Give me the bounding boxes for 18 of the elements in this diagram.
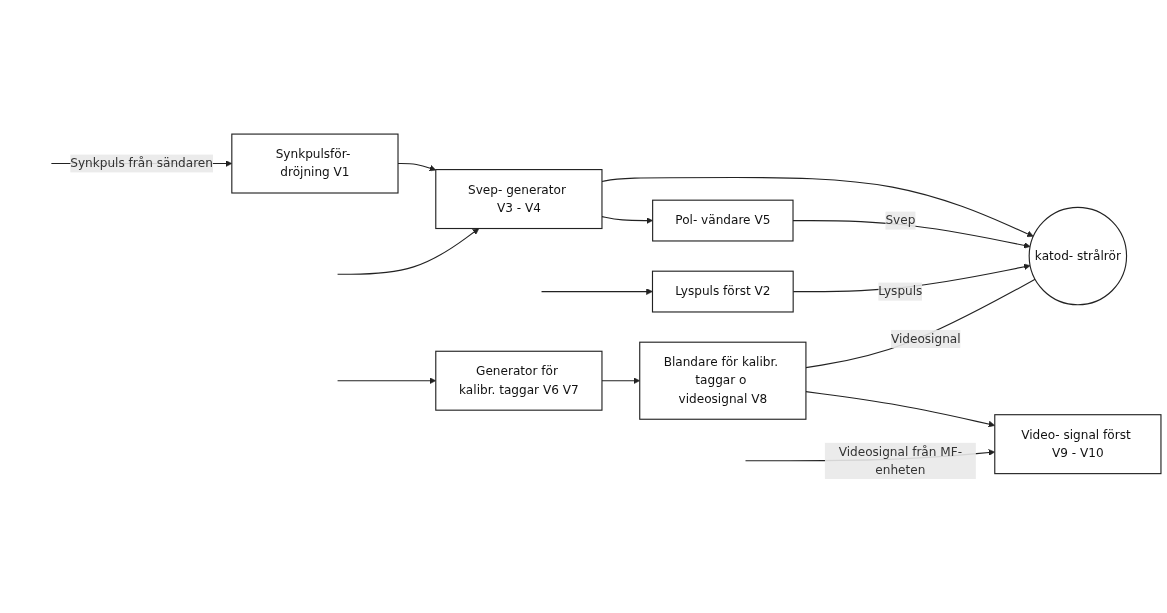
arrow: [337, 228, 480, 275]
node-box: Pol- vändare V5: [652, 199, 794, 242]
node-circle: katod- strålrör: [1028, 206, 1128, 306]
node-box: Video- signal först V9 - V10: [994, 414, 1162, 475]
node-box: Synkpulsför- dröjning V1: [231, 133, 399, 194]
node-box: Generator för kalibr. taggar V6 V7: [435, 350, 603, 411]
arrow: [601, 216, 653, 224]
arrow: [540, 288, 653, 295]
edge-label: Videosignal: [890, 331, 961, 346]
arrow: [601, 176, 1034, 237]
connector: [805, 278, 1036, 369]
node-box: Blandare för kalibr. taggar o videosignal V8: [639, 341, 807, 420]
edge-label: Svep: [885, 213, 916, 228]
node-box: Lyspuls först V2: [651, 270, 794, 313]
edge-label: Synkpuls från sändaren: [70, 155, 213, 171]
node-box: Svep- generator V3 - V4: [435, 169, 603, 230]
edge-label: Videosignal från MF-enheten: [838, 444, 963, 477]
edge-label: Lyspuls: [878, 284, 923, 299]
